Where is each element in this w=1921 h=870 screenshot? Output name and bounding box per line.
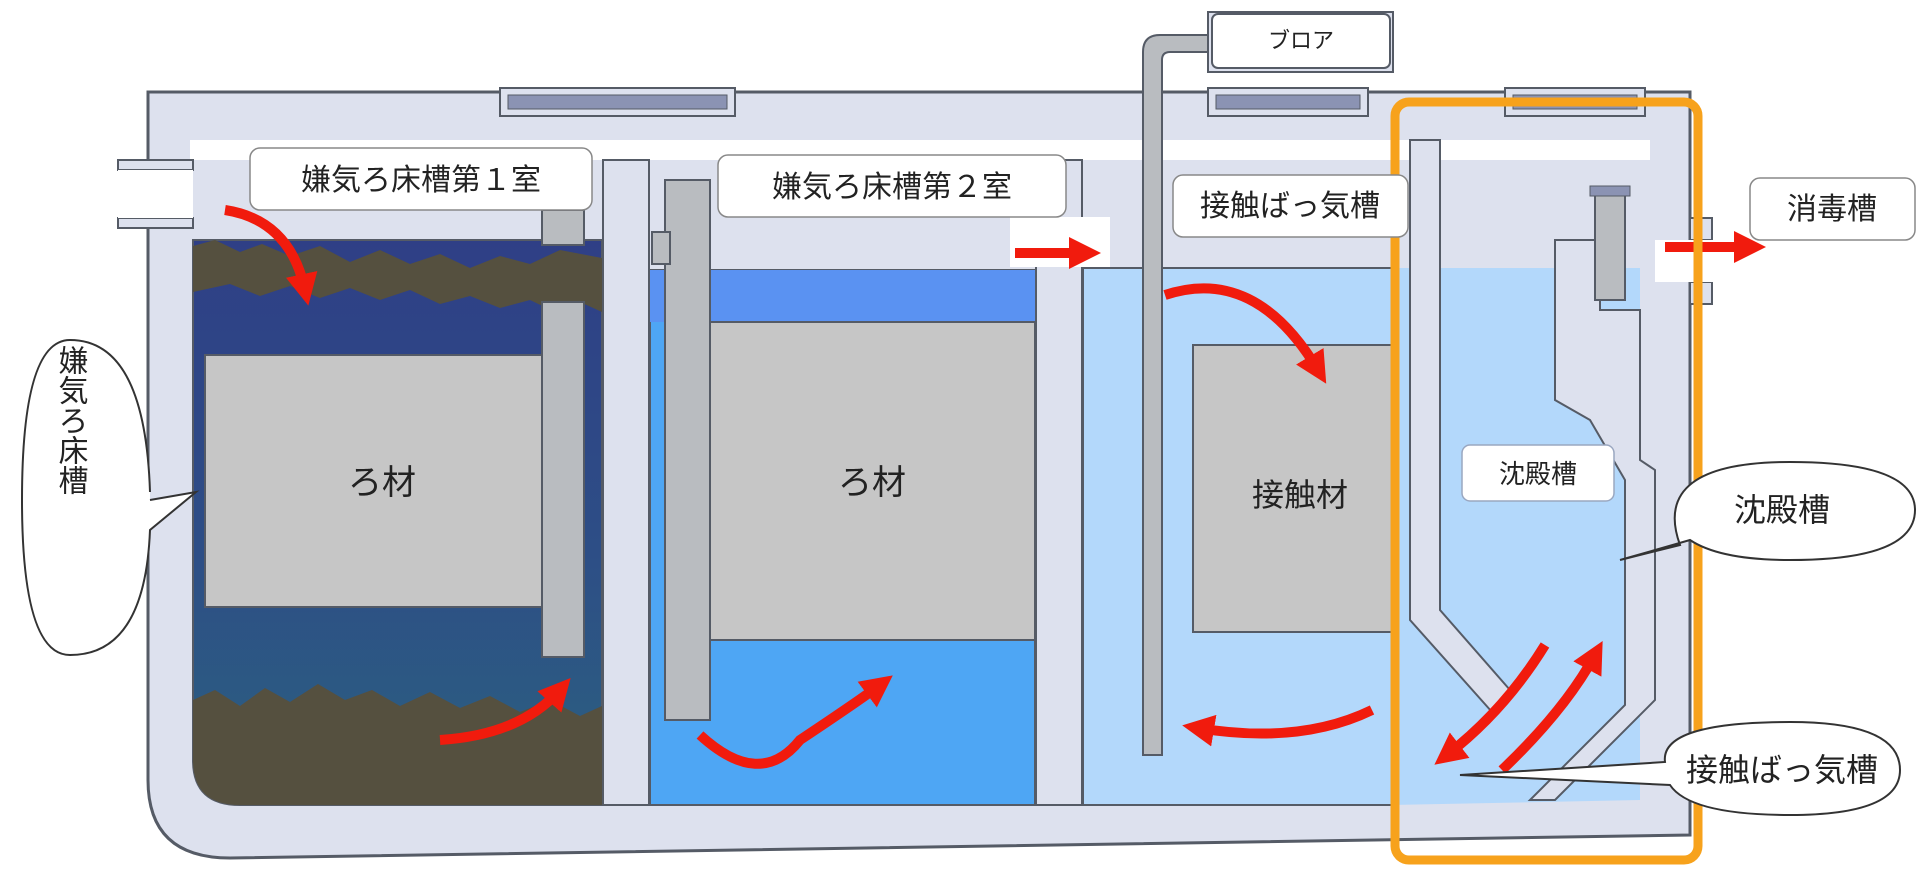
chamber-anaerobic-1: ろ材	[192, 209, 603, 806]
blower-unit: ブロア	[1207, 11, 1394, 73]
callout-settling: 沈殿槽	[1619, 460, 1917, 562]
contact-media-label: 接触材	[1252, 476, 1348, 514]
transfer-pipe-2	[664, 179, 711, 721]
flow-arrow-return	[1182, 705, 1375, 747]
svg-text:沈殿槽: 沈殿槽	[1499, 460, 1577, 490]
manhole-cover-2	[1207, 87, 1369, 117]
svg-text:消毒槽: 消毒槽	[1787, 192, 1877, 227]
flow-arrow-ch2-up	[696, 675, 893, 769]
filter-media-label-2: ろ材	[838, 463, 906, 503]
label-anaerobic-room2: 嫌気ろ床槽第２室	[717, 154, 1067, 218]
air-pipe	[1142, 34, 1209, 756]
callout-anaerobic: 嫌気ろ床槽	[20, 338, 200, 657]
svg-text:嫌気ろ床槽第１室: 嫌気ろ床槽第１室	[301, 163, 541, 198]
settling-hopper-right	[1527, 239, 1656, 801]
label-aeration-tank: 接触ばっ気槽	[1172, 174, 1409, 238]
partition-wall-1	[602, 159, 650, 806]
blower-label-box	[1211, 13, 1391, 69]
callout-anaerobic-text: 嫌気ろ床槽	[53, 345, 89, 495]
filter-media-block-1	[204, 354, 546, 608]
chamber-aeration: 接触材	[1082, 267, 1394, 806]
svg-text:接触ばっ気槽: 接触ばっ気槽	[1200, 189, 1380, 224]
callout-aeration: 接触ばっ気槽	[1459, 720, 1902, 817]
transfer-pipe-1	[541, 301, 585, 658]
flow-arrow-inlet	[224, 205, 318, 306]
callout-aeration-text: 接触ばっ気槽	[1686, 751, 1878, 789]
contact-media-block	[1192, 344, 1394, 633]
manhole-cover-1	[499, 87, 736, 117]
blower-label: ブロア	[1268, 29, 1334, 54]
label-settling-inner: 沈殿槽	[1461, 444, 1615, 502]
filter-media-label-1: ろ材	[348, 463, 416, 503]
svg-text:嫌気ろ床槽第２室: 嫌気ろ床槽第２室	[772, 170, 1012, 205]
flow-arrow-ch3-down	[1163, 283, 1327, 384]
label-disinfection-tank: 消毒槽	[1749, 177, 1916, 241]
callout-settling-text: 沈殿槽	[1734, 491, 1830, 529]
flow-arrow-ch1-up	[439, 678, 571, 745]
inlet-pipe	[117, 159, 194, 229]
flow-arrow-settle-down	[1434, 642, 1550, 765]
label-anaerobic-room1: 嫌気ろ床槽第１室	[249, 147, 593, 211]
flow-arrow-settle-up	[1498, 640, 1603, 774]
sludge-bottom	[193, 684, 602, 805]
filter-media-block-2	[709, 321, 1036, 641]
flow-arrows	[224, 205, 1767, 774]
